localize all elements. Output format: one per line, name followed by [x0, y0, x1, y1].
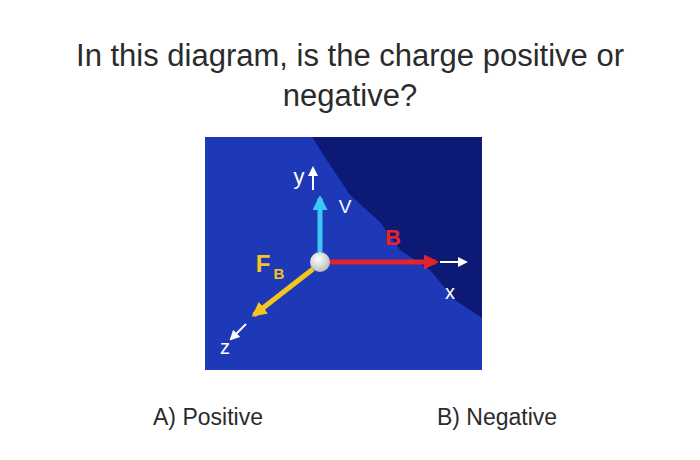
field-arrow	[330, 260, 436, 265]
axis-label: z	[220, 337, 230, 357]
panel-shade	[312, 137, 482, 318]
charge	[310, 252, 330, 272]
panel-background	[205, 137, 482, 370]
velocity-arrow	[318, 198, 323, 252]
answer-choice: A) Positive	[153, 406, 263, 429]
axis-label: y	[294, 166, 305, 188]
vector-label: B	[385, 227, 401, 249]
vector-label: V	[339, 197, 352, 216]
vector-label: F	[256, 252, 271, 276]
z-axis-arrow	[231, 324, 246, 339]
x-axis-arrow	[440, 261, 466, 263]
y-axis-arrow	[312, 168, 314, 190]
question-title: In this diagram, is the charge positive …	[20, 36, 680, 116]
axis-label: x	[445, 282, 455, 302]
vector-subscript: B	[274, 266, 285, 281]
answer-choice: B) Negative	[437, 406, 557, 429]
